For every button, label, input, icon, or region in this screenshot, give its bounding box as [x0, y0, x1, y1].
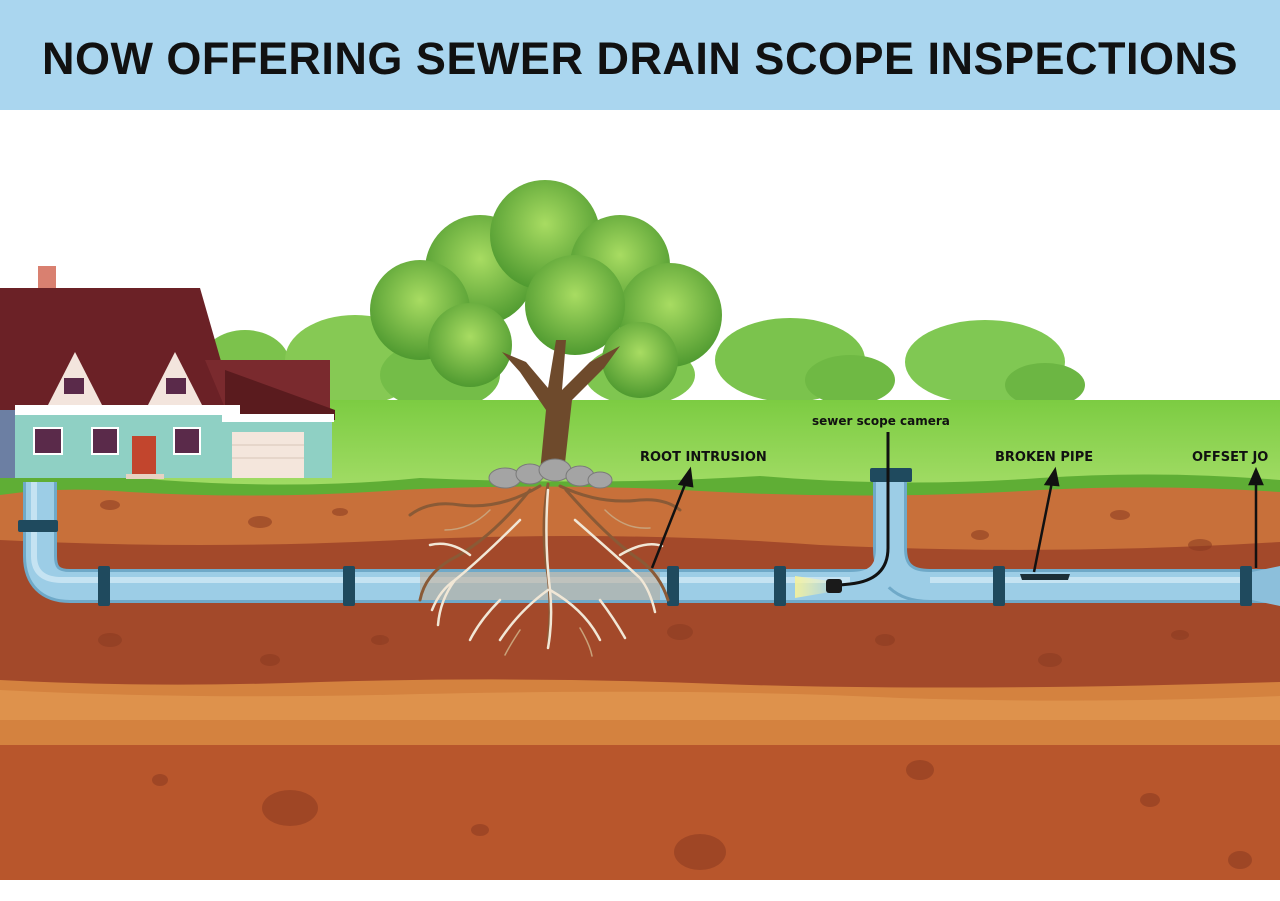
label-offset-joint: OFFSET JO — [1192, 450, 1269, 465]
sewer-pipe — [23, 468, 1280, 603]
pipe-joints — [18, 520, 1252, 606]
offset-joint — [1252, 566, 1280, 606]
label-root-intrusion: ROOT INTRUSION — [640, 450, 767, 465]
sewer-scope-camera-assembly — [795, 432, 890, 598]
tree-roots — [408, 482, 682, 657]
banner-title: NOW OFFERING SEWER DRAIN SCOPE INSPECTIO… — [41, 33, 1239, 84]
soil-spots — [98, 500, 1252, 870]
diagram-illustration — [0, 180, 1280, 896]
label-sewer-scope-camera: sewer scope camera — [812, 414, 950, 428]
label-broken-pipe: BROKEN PIPE — [995, 450, 1094, 465]
house — [0, 266, 335, 479]
header-banner: NOW OFFERING SEWER DRAIN SCOPE INSPECTIO… — [0, 0, 1280, 110]
broken-pipe-crack — [1020, 574, 1070, 580]
sewer-diagram: sewer scope camera ROOT INTRUSION BROKEN… — [0, 110, 1280, 896]
soil-layers — [0, 486, 1280, 896]
callout-arrows — [650, 466, 1264, 573]
tree — [370, 180, 722, 489]
